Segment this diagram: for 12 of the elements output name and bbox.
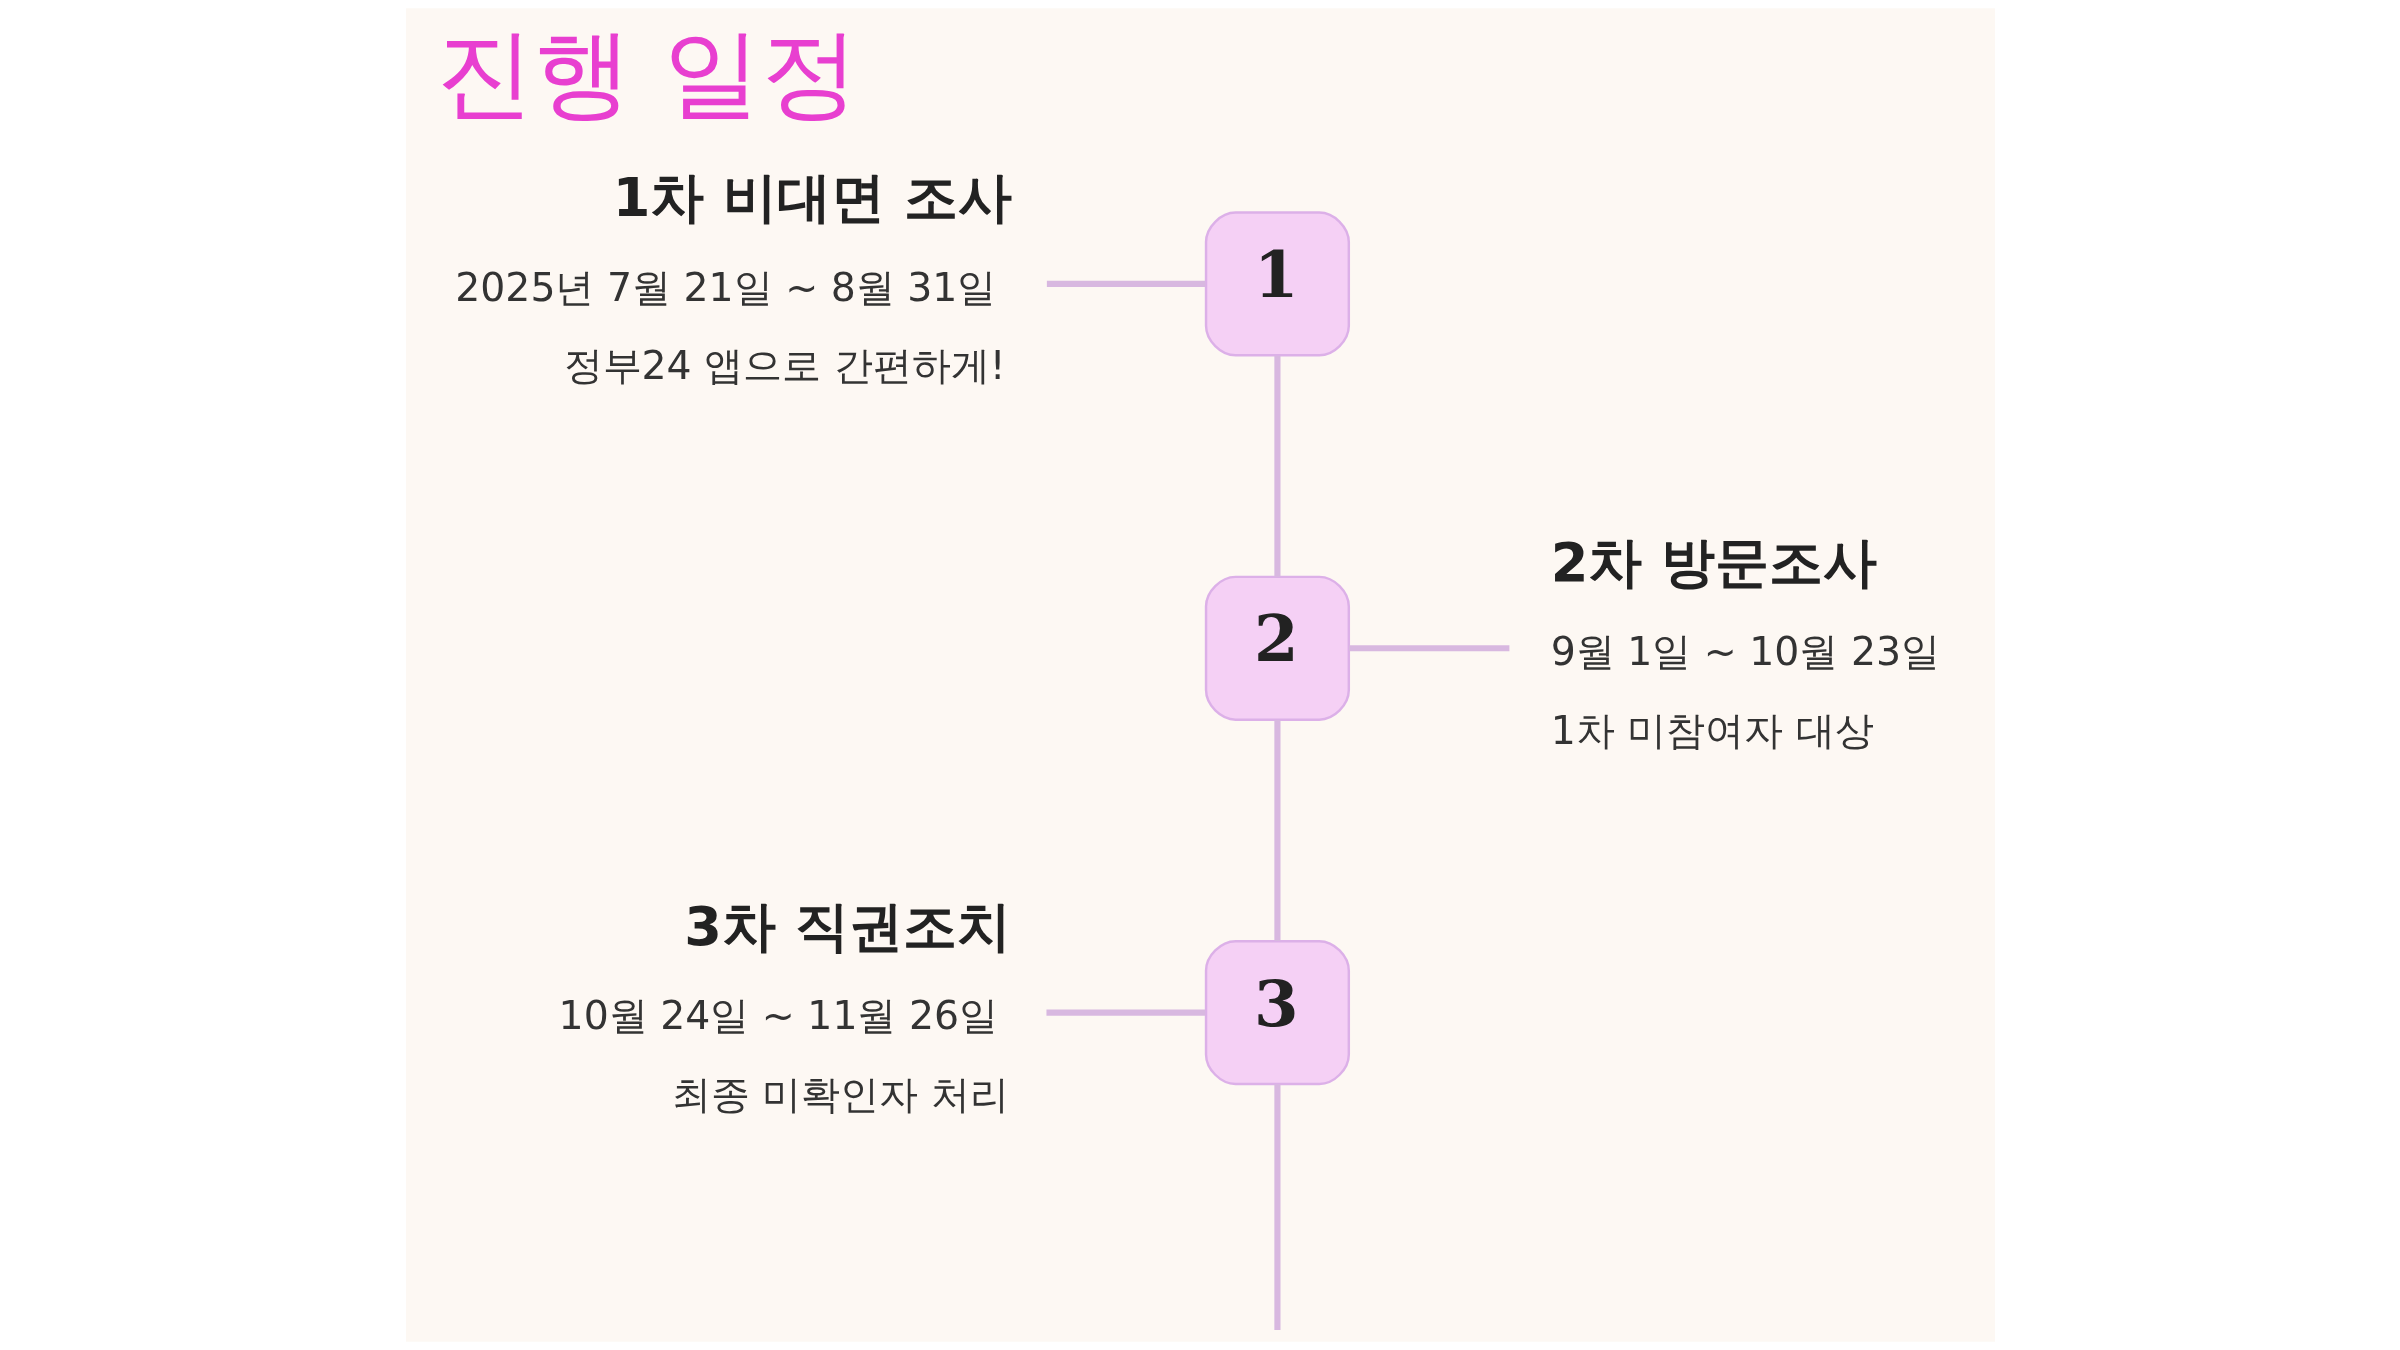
connector (1273, 355, 1280, 577)
connector (1273, 720, 1280, 942)
connector (1045, 1009, 1205, 1016)
node-box: 2 (1204, 575, 1350, 721)
node-text: 3차 직권조치 10월 24일 ~ 11월 26일 최종 미확인자 처리 (558, 895, 1011, 1118)
connector (1046, 280, 1205, 287)
connector (1348, 645, 1509, 652)
node-text: 1차 비대면 조사 2025년 7월 21일 ~ 8월 31일 정부24 앱으로 간편하게! (454, 166, 1012, 389)
diagram-title: 진행 일정 (435, 15, 859, 130)
node-text: 2차 방문조사 9월 1일 ~ 10월 23일 1차 미참여자 대상 (1550, 530, 1940, 753)
node-box: 1 (1204, 211, 1350, 357)
node-box: 3 (1204, 939, 1350, 1086)
